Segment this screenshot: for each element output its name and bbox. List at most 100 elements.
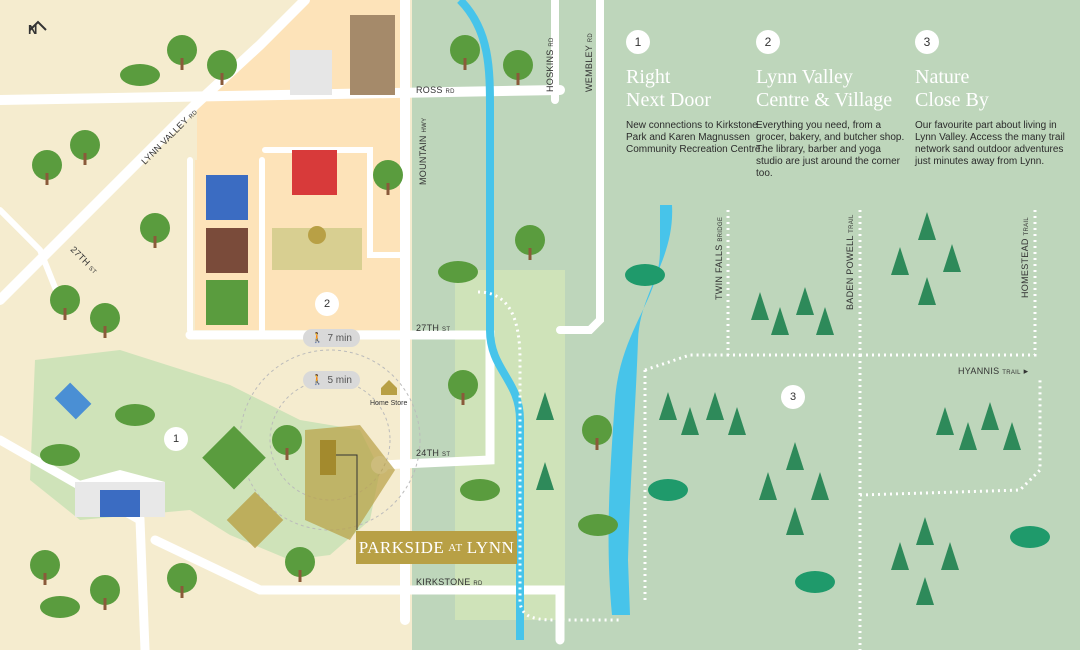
sports-field [202, 425, 266, 490]
bush [578, 514, 618, 536]
deciduous-tree [373, 160, 403, 190]
panel-title: Right Next Door [626, 66, 711, 111]
panel-title: Nature Close By [915, 66, 989, 111]
bush [1010, 526, 1050, 548]
panel-number: 3 [915, 30, 939, 54]
deciduous-tree [450, 35, 480, 65]
tree-trunk [180, 586, 184, 598]
tree-trunk [463, 58, 467, 70]
deciduous-tree [140, 213, 170, 243]
walk-time-label: 5 min [327, 374, 352, 386]
road-27th-left [0, 207, 63, 303]
property-lot [305, 425, 395, 540]
brand-at: AT [448, 541, 463, 554]
trail-link [644, 353, 728, 372]
road-label-27th-left: 27TH ST [69, 244, 100, 275]
property-building [320, 440, 336, 475]
tree-trunk [386, 183, 390, 195]
deciduous-tree [90, 575, 120, 605]
pine-tree [728, 407, 746, 435]
pine-tree [891, 542, 909, 570]
tennis-court [54, 382, 92, 420]
tree-trunk [298, 570, 302, 582]
trail-baden [726, 210, 862, 357]
community-centre [75, 470, 165, 517]
pine-tree [811, 472, 829, 500]
walk-time-label: 7 min [327, 332, 352, 344]
panel-right-next-door: 1 Right Next Door New connections to Kir… [626, 30, 776, 156]
road-label-kirkstone: KIRKSTONE RD [416, 577, 483, 587]
tree-trunk [528, 248, 532, 260]
pine-tree [659, 392, 677, 420]
north-arrow-icon [29, 20, 47, 31]
trail-label-twin-falls: TWIN FALLS BRIDGE [714, 217, 724, 300]
panel-body: Our favourite part about living in Lynn … [915, 120, 1065, 167]
road-label-wembley: WEMBLEY RD [584, 33, 594, 92]
tree-trunk [43, 573, 47, 585]
trail-label-baden-powell: BADEN POWELL TRAIL [845, 214, 855, 310]
pine-tree [916, 577, 934, 605]
tree-trunk [153, 236, 157, 248]
pine-tree [816, 307, 834, 335]
deciduous-tree [503, 50, 533, 80]
tree-trunk [103, 326, 107, 338]
panel-lynn-valley-centre: 2 Lynn Valley Centre & Village Everythin… [756, 30, 906, 180]
pine-tree [936, 407, 954, 435]
bush [115, 404, 155, 426]
road-wembley [556, 0, 604, 334]
panel-number: 2 [756, 30, 780, 54]
bush [648, 479, 688, 501]
road-label-hoskins: HOSKINS RD [545, 37, 555, 92]
trails [477, 210, 1042, 650]
brand-main: PARKSIDE [358, 537, 445, 557]
trail-homestead [860, 210, 1037, 357]
compass-label: N [28, 22, 38, 37]
bush [460, 479, 500, 501]
pine-tree [536, 462, 554, 490]
walker-icon: 🚶 [311, 332, 324, 344]
pine-tree [706, 392, 724, 420]
deciduous-tree [448, 370, 478, 400]
pine-tree [891, 247, 909, 275]
pine-tree [536, 392, 554, 420]
road-west [0, 435, 150, 650]
bush [120, 64, 160, 86]
pine-tree [681, 407, 699, 435]
walk-time-7-min: 🚶7 min [303, 329, 360, 347]
bush [625, 264, 665, 286]
map-marker-2[interactable]: 2 [315, 292, 339, 316]
pine-tree [786, 442, 804, 470]
home-store-label: Home Store [370, 400, 408, 407]
tree-trunk [285, 448, 289, 460]
pine-tree [796, 287, 814, 315]
map-marker-1[interactable]: 1 [164, 427, 188, 451]
bush [40, 444, 80, 466]
panel-title: Lynn Valley Centre & Village [756, 66, 893, 111]
deciduous-tree [32, 150, 62, 180]
trail-label-homestead: HOMESTEAD TRAIL [1020, 217, 1030, 298]
pine-tree [918, 212, 936, 240]
pine-tree [771, 307, 789, 335]
pine-tree [916, 517, 934, 545]
tree-trunk [103, 598, 107, 610]
river-west [457, 0, 524, 640]
map-marker-3[interactable]: 3 [781, 385, 805, 409]
tree-trunk [180, 58, 184, 70]
trail-label-hyannis: HYANNIS TRAIL ▸ [958, 366, 1029, 376]
pine-tree [959, 422, 977, 450]
walk-time-5-min: 🚶5 min [303, 371, 360, 389]
property-leader [336, 454, 358, 530]
deciduous-tree [272, 425, 302, 455]
panel-body: Everything you need, from a grocer, bake… [756, 120, 905, 179]
deciduous-tree [70, 130, 100, 160]
walker-icon: 🚶 [311, 374, 324, 386]
road-label-27th: 27TH ST [416, 323, 450, 333]
deciduous-tree [515, 225, 545, 255]
home-store-icon [381, 380, 397, 395]
village-buildings [206, 15, 395, 325]
tree-trunk [516, 73, 520, 85]
pine-tree [786, 507, 804, 535]
